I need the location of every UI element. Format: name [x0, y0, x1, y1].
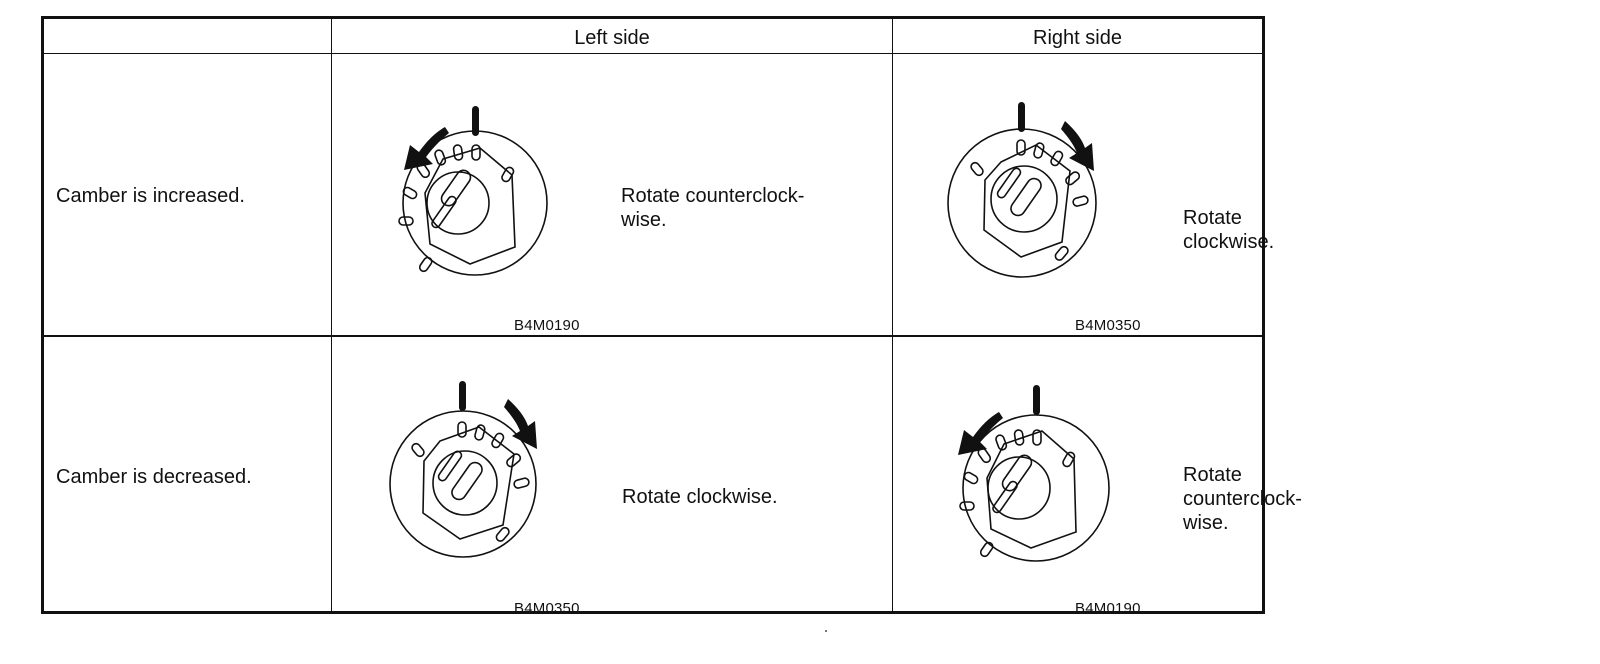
figure-code: B4M0350	[514, 600, 580, 617]
figure-code: B4M0190	[514, 317, 580, 334]
cell-increased-left: Rotate counterclock- wise. B4M0190	[332, 54, 892, 335]
figure-code: B4M0190	[1075, 600, 1141, 617]
column-divider	[331, 19, 332, 611]
camber-adjusting-bolt-icon	[389, 381, 537, 558]
rotation-arrow-icon	[958, 412, 1003, 455]
cell-decreased-right: Rotate counterclock- wise. B4M0190	[893, 337, 1302, 618]
scan-speck	[825, 630, 827, 632]
camber-adjusting-bolt-icon	[947, 102, 1097, 278]
camber-adjusting-bolt-icon	[958, 385, 1110, 562]
rotation-arrow-icon	[1061, 121, 1094, 171]
camber-adjusting-bolt-icon	[398, 106, 548, 276]
rotation-arrow-icon	[404, 127, 449, 170]
column-header-right-side: Right side	[1033, 27, 1122, 49]
row-label-camber-increased: Camber is increased.	[56, 185, 245, 207]
column-header-left-side: Left side	[574, 27, 650, 49]
row-divider	[44, 335, 1262, 337]
instruction-text: Rotate counterclock- wise.	[621, 185, 805, 231]
rotation-arrow-icon	[504, 399, 537, 449]
row-label-camber-decreased: Camber is decreased.	[56, 466, 252, 488]
figure-code: B4M0350	[1075, 317, 1141, 334]
table-grid	[44, 19, 1262, 611]
cell-decreased-left: Rotate clockwise. B4M0350	[332, 337, 892, 618]
header-divider	[44, 53, 1262, 54]
instruction-text: Rotate clockwise.	[622, 486, 778, 508]
instruction-text: Rotate clockwise.	[1183, 207, 1275, 253]
instruction-text: Rotate counterclock- wise.	[1183, 464, 1302, 534]
cell-increased-right: Rotate clockwise. B4M0350	[893, 54, 1274, 335]
camber-adjustment-table: Left side Right side Camber is increased…	[41, 16, 1302, 617]
column-divider	[892, 19, 893, 611]
